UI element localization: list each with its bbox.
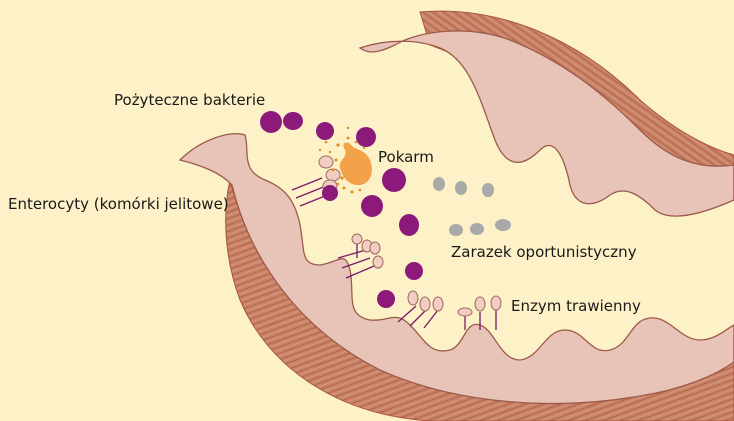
pathogen [482, 183, 494, 197]
pathogen [470, 223, 484, 235]
bacterium [377, 290, 395, 308]
enzyme [420, 297, 430, 311]
food-label: Pokarm [378, 150, 434, 165]
enzyme [433, 297, 443, 311]
pathogen [455, 181, 467, 195]
bacterium [382, 168, 406, 192]
enzyme [491, 296, 501, 310]
opportunistic-pathogens [433, 177, 511, 236]
upper-mucosa [360, 31, 734, 216]
enterocytes-label: Enterocyty (komórki jelitowe) [8, 197, 229, 212]
bacterium [283, 112, 303, 130]
bacterium [260, 111, 282, 133]
enzyme [370, 242, 380, 254]
enzyme [458, 308, 472, 316]
bacterium [405, 262, 423, 280]
enzyme [475, 297, 485, 311]
opportunistic-pathogen-label: Zarazek oportunistyczny [451, 245, 637, 260]
digestive-enzyme-label: Enzym trawienny [511, 299, 641, 314]
enzyme [373, 256, 383, 268]
enzyme [319, 156, 333, 168]
enzyme [408, 291, 418, 305]
pathogen [449, 224, 463, 236]
bacterium [316, 122, 334, 140]
pathogen [433, 177, 445, 191]
beneficial-bacteria-label: Pożyteczne bakterie [114, 93, 265, 108]
pathogen [495, 219, 511, 231]
bacterium [399, 214, 419, 236]
bacterium [356, 127, 376, 147]
bacterium [322, 185, 338, 201]
bacterium [361, 195, 383, 217]
enzyme [352, 234, 362, 244]
